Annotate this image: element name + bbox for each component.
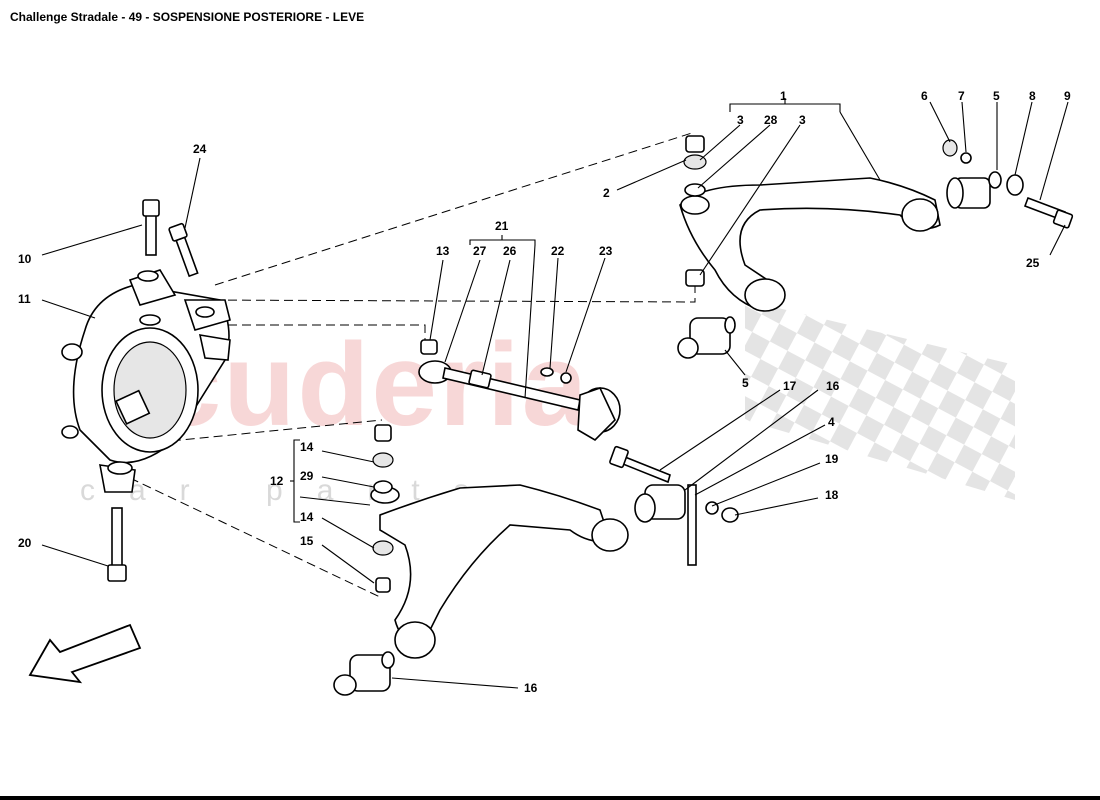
bolt-20 xyxy=(107,507,127,582)
callout-13: 13 xyxy=(436,244,450,258)
diagram-title: Challenge Stradale - 49 - SOSPENSIONE PO… xyxy=(10,10,365,24)
callout-14: 14 xyxy=(300,440,314,454)
callout-17: 17 xyxy=(783,379,797,393)
front-direction-arrow xyxy=(28,623,142,684)
callout-12: 12 xyxy=(270,474,284,488)
callout-18: 18 xyxy=(825,488,839,502)
callout-20: 20 xyxy=(18,536,32,550)
callout-3-b: 3 xyxy=(799,113,806,127)
callout-27: 27 xyxy=(473,244,487,258)
callout-23: 23 xyxy=(599,244,613,258)
callout-21: 21 xyxy=(495,219,509,233)
callout-9: 9 xyxy=(1064,89,1071,103)
upper-outer-bushing xyxy=(942,139,1074,229)
callout-8: 8 xyxy=(1029,89,1036,103)
callout-14-b: 14 xyxy=(300,510,314,524)
callout-26: 26 xyxy=(503,244,517,258)
callout-10: 10 xyxy=(18,252,32,266)
watermark-subtitle: car parts xyxy=(80,474,503,507)
upper-balljoint-parts xyxy=(683,135,707,287)
callout-24: 24 xyxy=(193,142,207,156)
lower-balljoint-parts xyxy=(372,424,394,593)
hub-carrier xyxy=(61,269,231,493)
upper-inner-bushing xyxy=(677,316,736,359)
callout-7: 7 xyxy=(958,89,965,103)
callout-5: 5 xyxy=(993,89,1000,103)
bottom-border xyxy=(0,796,1100,800)
leader-lines xyxy=(41,98,1069,689)
callout-29: 29 xyxy=(300,469,314,483)
bolt-24 xyxy=(168,222,199,278)
lower-front-bushing xyxy=(609,445,739,566)
callout-16: 16 xyxy=(826,379,840,393)
callout-6: 6 xyxy=(921,89,928,103)
lower-rear-bushing xyxy=(333,651,395,696)
checker-flag-watermark xyxy=(745,300,1015,500)
callout-22: 22 xyxy=(551,244,565,258)
callout-19: 19 xyxy=(825,452,839,466)
upper-wishbone xyxy=(679,177,941,312)
callout-15: 15 xyxy=(300,534,314,548)
callout-28: 28 xyxy=(764,113,778,127)
callout-3: 3 xyxy=(737,113,744,127)
callout-4: 4 xyxy=(828,415,835,429)
callout-2: 2 xyxy=(603,186,610,200)
callout-labels: 1 2 3 28 3 6 7 5 8 9 25 24 10 11 21 13 2… xyxy=(18,89,1071,695)
callout-16-b: 16 xyxy=(524,681,538,695)
lower-wishbone xyxy=(370,484,629,659)
callout-5-b: 5 xyxy=(742,376,749,390)
callout-25: 25 xyxy=(1026,256,1040,270)
callout-11: 11 xyxy=(18,292,31,306)
callout-1: 1 xyxy=(780,89,787,103)
bolt-10 xyxy=(142,199,160,256)
toe-link-assembly xyxy=(418,339,621,442)
